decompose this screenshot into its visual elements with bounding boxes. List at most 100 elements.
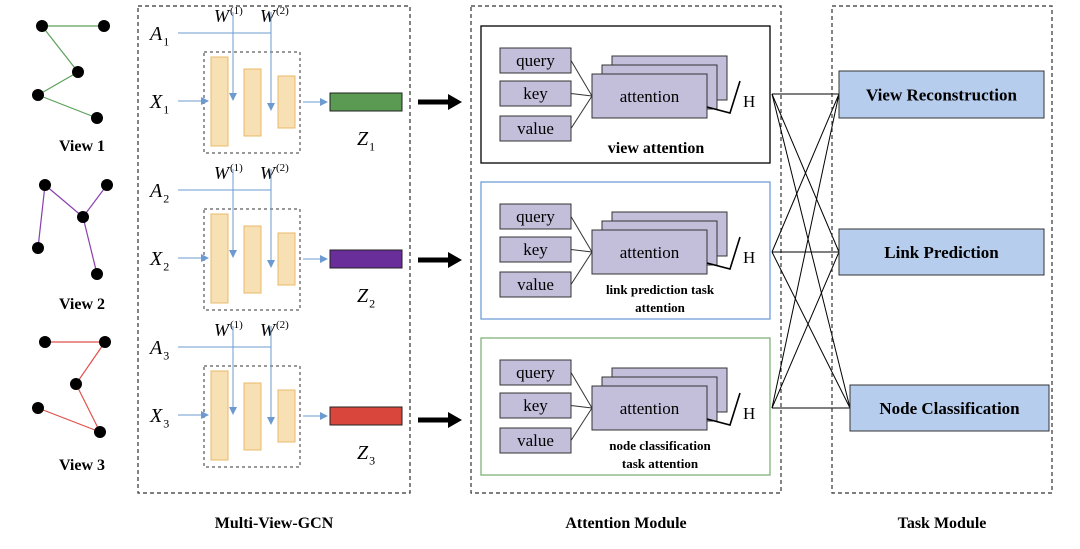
weight-label-1: W(1) <box>214 319 243 340</box>
query-connector <box>570 216 593 253</box>
graph-edge <box>75 341 106 385</box>
graph-edge <box>82 216 98 275</box>
connection-3-2 <box>771 251 840 409</box>
key-box <box>499 236 572 263</box>
panel-title-line-2: task attention <box>622 456 699 471</box>
graph-edge <box>41 25 79 73</box>
graph-edge <box>44 184 84 218</box>
query-connector <box>570 60 593 97</box>
feature-label: X1 <box>149 91 169 117</box>
panel-title-line-1: view attention <box>608 140 705 157</box>
graph-edge <box>75 383 101 433</box>
task-box <box>849 384 1050 432</box>
gcn-caption: Multi-View-GCN <box>215 515 334 532</box>
query-box <box>499 203 572 230</box>
value-connector <box>570 407 593 441</box>
value-label: value <box>517 119 554 138</box>
task-caption: Task Module <box>898 515 987 532</box>
view-graph-1 <box>32 20 110 124</box>
graph-node <box>91 268 103 280</box>
key-label: key <box>523 396 548 415</box>
graph-edge <box>82 184 108 218</box>
graph-edge <box>37 71 79 96</box>
heads-label: H <box>743 248 755 267</box>
embedding-bar <box>329 406 403 426</box>
key-label: key <box>523 84 548 103</box>
view-label-2: View 2 <box>59 296 105 313</box>
task-1: View Reconstruction <box>838 70 1045 119</box>
weight-label-2: W(2) <box>260 5 289 26</box>
module-arrow-2 <box>418 252 462 268</box>
key-label: key <box>523 240 548 259</box>
gcn-layer-3 <box>277 232 296 286</box>
adjacency-label: A3 <box>148 337 169 363</box>
query-box <box>499 359 572 386</box>
connection-2-3 <box>771 251 851 409</box>
feature-label: X2 <box>149 248 169 274</box>
attention-label: attention <box>620 399 680 418</box>
view-graph-3 <box>32 336 111 438</box>
attention-task-connections <box>771 93 851 409</box>
gcn-layer-3 <box>277 75 296 129</box>
attention-label: attention <box>620 87 680 106</box>
connection-1-3 <box>771 93 851 409</box>
panel-title-line-1: link prediction task <box>606 282 715 297</box>
task-label: Node Classification <box>879 399 1020 418</box>
task-module-frame <box>831 5 1053 494</box>
attention-caption: Attention Module <box>565 515 686 532</box>
module-arrow-3 <box>418 412 462 428</box>
gcn-layer-2 <box>243 382 262 451</box>
gcn-layer-2 <box>243 68 262 137</box>
attention-head-card-1 <box>591 229 708 275</box>
query-label: query <box>516 51 555 70</box>
value-box <box>499 115 572 142</box>
graph-node <box>101 179 113 191</box>
embedding-bar <box>329 249 403 269</box>
task-2: Link Prediction <box>838 228 1045 276</box>
key-connector <box>570 405 593 409</box>
graph-node <box>99 336 111 348</box>
graph-node <box>70 378 82 390</box>
view-label-3: View 3 <box>59 457 105 474</box>
gcn-layer-1 <box>210 370 229 461</box>
heads-bracket <box>706 236 741 270</box>
arrow-head <box>448 412 462 428</box>
value-label: value <box>517 275 554 294</box>
key-box <box>499 80 572 107</box>
graph-node <box>36 20 48 32</box>
embedding-label: Z2 <box>357 285 375 311</box>
attention-module-frame <box>470 5 782 494</box>
module-arrow-1 <box>418 94 462 110</box>
query-label: query <box>516 207 555 226</box>
graph-node <box>91 112 103 124</box>
gcn-module: A1X1W(1)W(2)Z1A2X2W(1)W(2)Z2A3X3W(1)W(2)… <box>148 5 403 468</box>
query-box <box>499 47 572 74</box>
value-connector <box>570 251 593 285</box>
task-label: View Reconstruction <box>866 86 1017 105</box>
connection-2-1 <box>771 93 840 253</box>
graph-node <box>32 89 44 101</box>
gcn-layer-1 <box>210 56 229 147</box>
adjacency-label: A1 <box>148 23 169 49</box>
weight-label-1: W(1) <box>214 5 243 26</box>
graph-node <box>39 336 51 348</box>
value-connector <box>570 95 593 129</box>
graph-node <box>77 211 89 223</box>
heads-label: H <box>743 92 755 111</box>
attention-label: attention <box>620 243 680 262</box>
panel-title-line-2: attention <box>635 300 686 315</box>
heads-bracket <box>706 80 741 114</box>
arrow-head <box>448 94 462 110</box>
weight-label-1: W(1) <box>214 162 243 183</box>
attention-head-card-1 <box>591 73 708 119</box>
connection-3-1 <box>771 93 840 409</box>
